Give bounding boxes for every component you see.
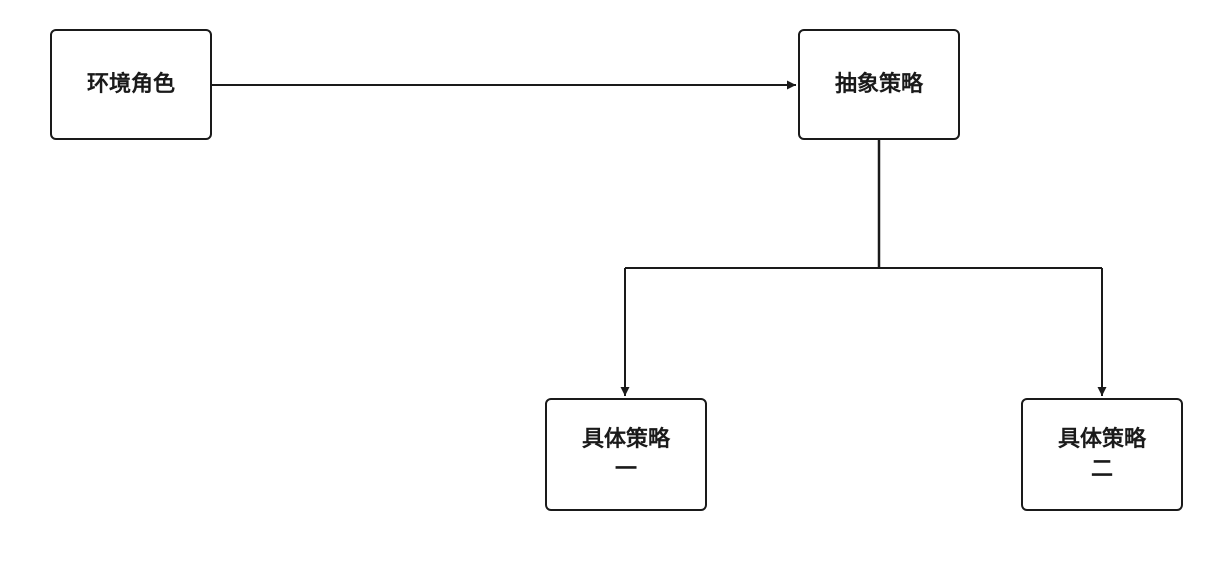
node-abstract-strategy[interactable]: 抽象策略	[798, 29, 960, 140]
node-concrete-strategy-1-label: 具体策略 一	[581, 426, 670, 482]
node-environment-role-label: 环境角色	[86, 71, 175, 97]
node-concrete-strategy-1[interactable]: 具体策略 一	[545, 398, 707, 511]
node-concrete-strategy-2[interactable]: 具体策略 二	[1021, 398, 1183, 511]
node-environment-role[interactable]: 环境角色	[50, 29, 212, 140]
node-abstract-strategy-label: 抽象策略	[834, 71, 923, 97]
node-concrete-strategy-2-label: 具体策略 二	[1057, 426, 1146, 482]
